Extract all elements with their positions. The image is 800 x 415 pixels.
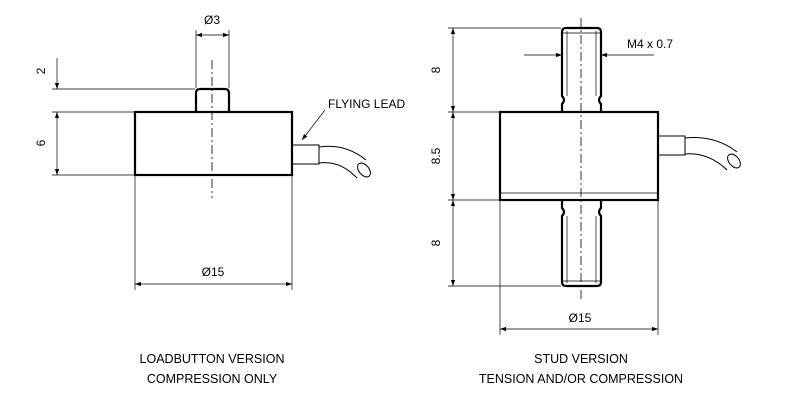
upper-stud-length-label: 8 [429, 66, 443, 73]
stud-body-height-label: 8.5 [429, 147, 443, 164]
loadbutton-caption-line1: LOADBUTTON VERSION [140, 352, 285, 366]
stud-caption-line1: STUD VERSION [534, 352, 628, 366]
pin-height-dimension: 2 [34, 58, 195, 113]
stud-body [498, 110, 660, 202]
stud-cable [657, 135, 741, 171]
flying-lead-callout: FLYING LEAD [301, 97, 405, 141]
flying-lead-label: FLYING LEAD [328, 97, 405, 111]
thread-label: M4 x 0.7 [627, 37, 673, 51]
stud-body-diameter-label: Ø15 [569, 311, 592, 325]
lower-stud [560, 200, 603, 288]
loadbutton-pin [194, 87, 231, 112]
stud-caption-line2: TENSION AND/OR COMPRESSION [479, 372, 683, 386]
upper-stud-length-dimension: 8 [429, 28, 456, 112]
stud-body-diameter-dimension: Ø15 [499, 201, 659, 335]
pin-diameter-dimension: Ø3 [195, 13, 230, 88]
lower-stud-length-label: 8 [429, 239, 443, 246]
upper-stud [560, 26, 603, 112]
loadbutton-cable [291, 144, 371, 179]
loadbutton-caption-line2: COMPRESSION ONLY [147, 372, 278, 386]
body-height-dimension: 6 [34, 112, 134, 176]
thread-dimension: M4 x 0.7 [524, 37, 673, 58]
stud-view: M4 x 0.7 8 8.5 8 Ø15 [429, 18, 741, 386]
body-height-label: 6 [34, 139, 48, 146]
pin-height-label: 2 [34, 67, 48, 74]
loadbutton-view: Ø3 2 6 Ø15 [34, 13, 405, 386]
pin-diameter-label: Ø3 [204, 13, 220, 27]
lower-stud-length-dimension: 8 [429, 200, 456, 286]
stud-body-height-dimension: 8.5 [429, 112, 456, 200]
body-diameter-dimension: Ø15 [134, 176, 293, 290]
body-diameter-label: Ø15 [202, 265, 225, 279]
loadbutton-body [133, 110, 294, 177]
